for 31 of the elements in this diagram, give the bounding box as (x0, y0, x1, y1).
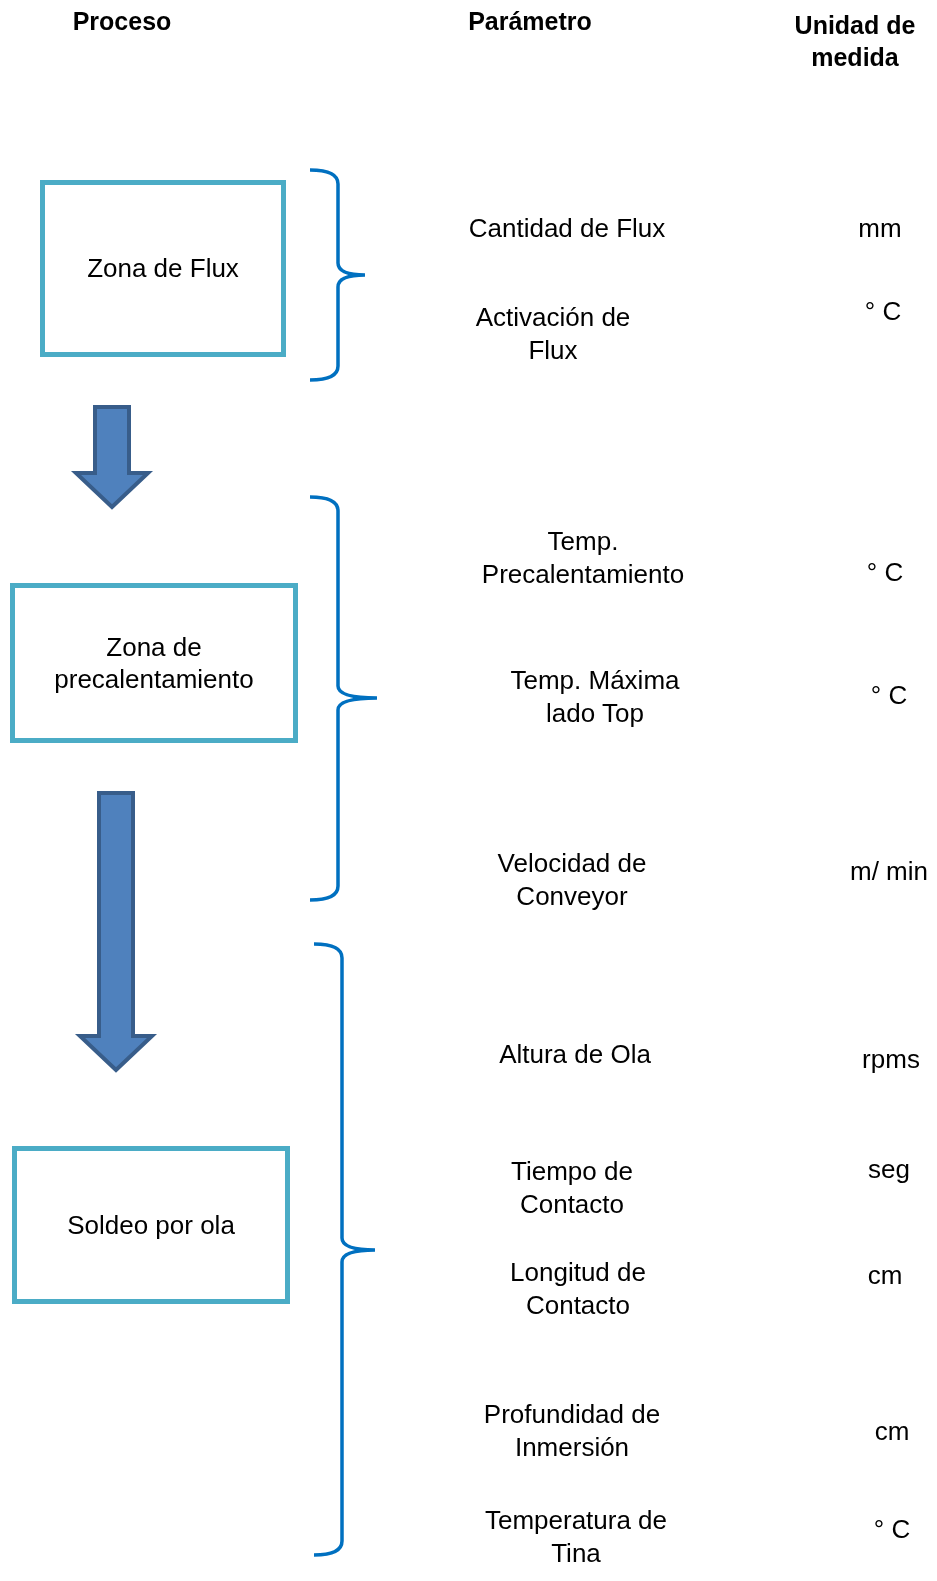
unit-label: ° C (865, 556, 905, 590)
parameter-label: Tiempo de Contacto (510, 1155, 634, 1221)
column-header: Parámetro (467, 6, 593, 38)
parameter-label: Activación de Flux (474, 301, 632, 367)
process-box (12, 1146, 290, 1304)
unit-label: ° C (869, 679, 909, 713)
parameter-label: Velocidad de Conveyor (496, 847, 648, 913)
parameter-label: Temperatura de Tina (483, 1504, 669, 1570)
unit-label: cm (866, 1259, 904, 1293)
column-header: Proceso (71, 6, 173, 38)
unit-label: cm (873, 1415, 911, 1449)
process-box (40, 180, 286, 357)
block-arrow (74, 791, 158, 1073)
unit-label: seg (867, 1153, 911, 1187)
unit-label: m/ min (849, 855, 929, 889)
parameter-label: Temp. Máxima lado Top (509, 664, 681, 730)
parameter-label: Altura de Ola (498, 1038, 652, 1072)
block-arrow (70, 405, 154, 510)
unit-label: rpms (861, 1043, 921, 1077)
unit-label: mm (857, 212, 903, 246)
parameter-label: Profundidad de Inmersión (482, 1398, 662, 1464)
process-name: Zona de Flux (87, 252, 239, 285)
parameter-label: Cantidad de Flux (467, 212, 667, 246)
process-name: Soldeo por ola (67, 1208, 235, 1242)
process-box (10, 583, 298, 743)
unit-label: ° C (872, 1513, 912, 1547)
parameter-label: Longitud de Contacto (509, 1256, 647, 1322)
unit-label: ° C (863, 295, 903, 329)
process-name: Zona de precalentamiento (53, 630, 255, 696)
parameter-label: Temp. Precalentamiento (480, 525, 686, 591)
column-header: Unidad de medida (793, 10, 917, 73)
